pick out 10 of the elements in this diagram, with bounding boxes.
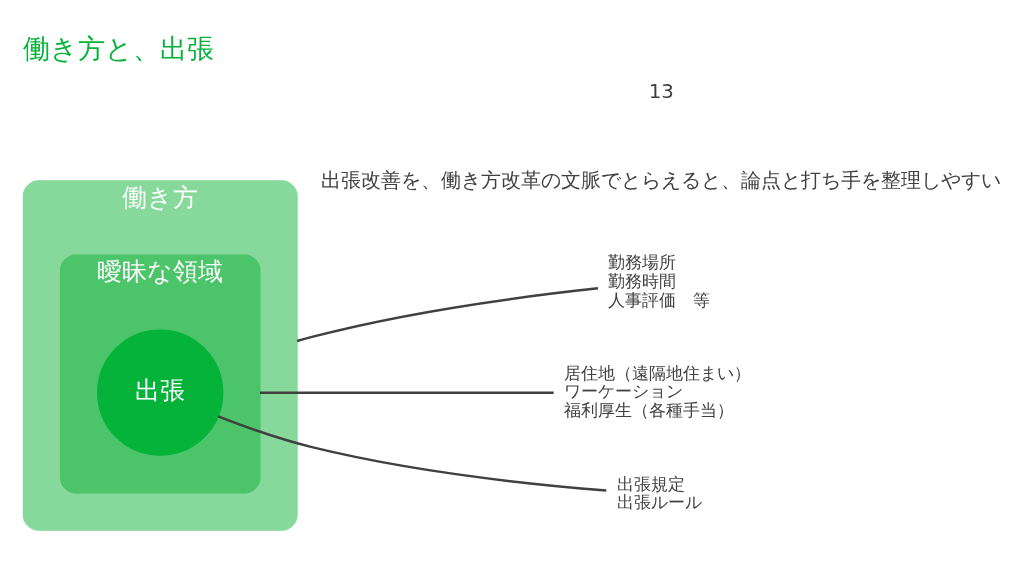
connector bbox=[259, 391, 554, 394]
node-text: 居住地（遠隔地住まい） ワーケーション 福利厚生（各種手当） bbox=[564, 362, 752, 420]
diagram-title: 働き方と、出張 bbox=[23, 32, 215, 64]
node-circle: 出張 bbox=[97, 329, 224, 456]
node-text: 出張規定 出張ルール bbox=[616, 473, 702, 513]
label: 出張改善を、働き方改革の文脈でとらえると、論点と打ち手を整理しやすい bbox=[321, 168, 1002, 192]
connector bbox=[296, 287, 599, 343]
label: 13 bbox=[648, 79, 674, 103]
node-text: 勤務場所 勤務時間 人事評価 等 bbox=[608, 252, 710, 310]
connector bbox=[217, 415, 607, 492]
